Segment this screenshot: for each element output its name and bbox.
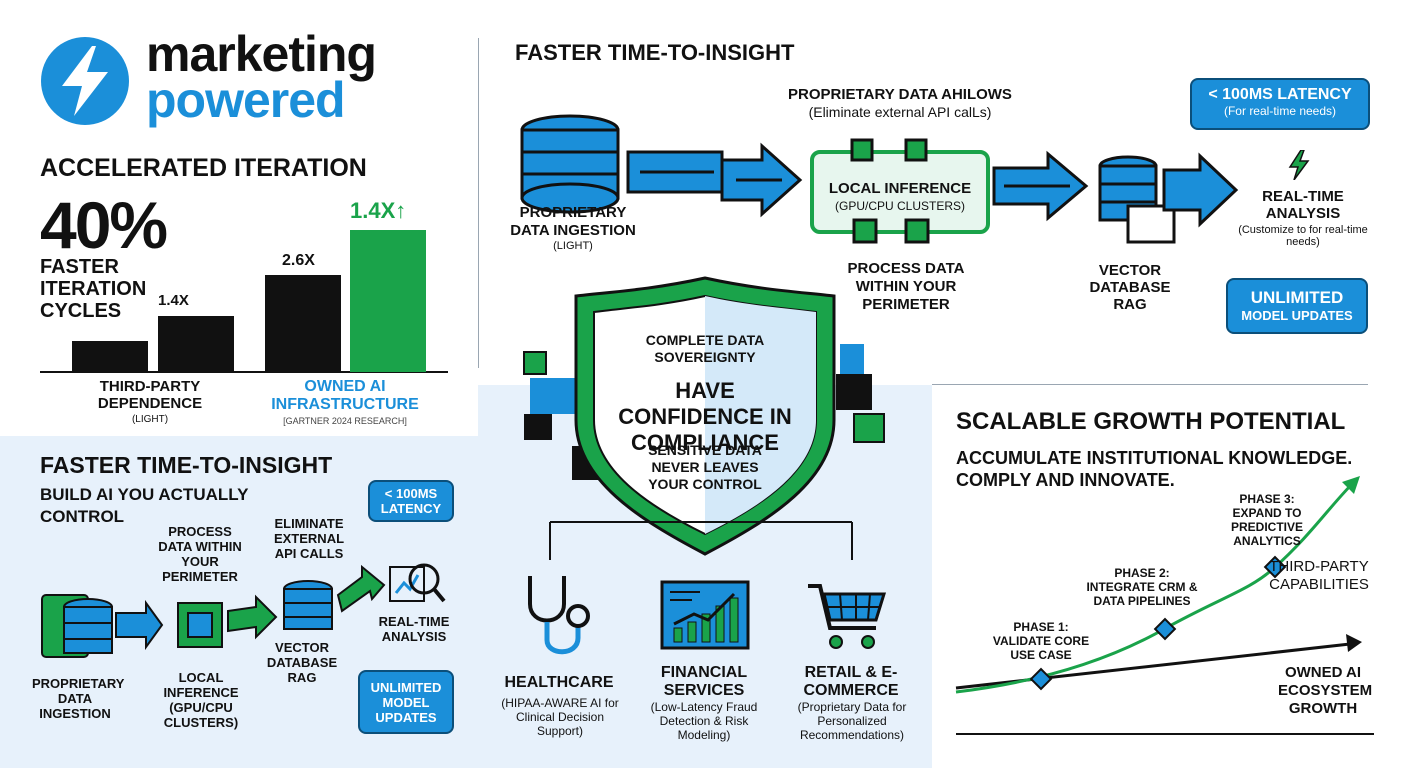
insight-small-subtitle: BUILD AI YOU ACTUALLY CONTROL bbox=[40, 485, 249, 526]
industry-2-sub: (Low-Latency Fraud Detection & Risk Mode… bbox=[650, 700, 758, 742]
series-third-party: THIRD-PARTY CAPABILITIES bbox=[1269, 558, 1369, 593]
step-inference: LOCAL INFERENCE (GPU/CPU CLUSTERS) bbox=[163, 670, 239, 730]
owned-arrowhead bbox=[1346, 634, 1362, 652]
ingestion-database-icon bbox=[520, 114, 620, 214]
process-label: PROCESS DATA WITHIN YOUR PERIMETER bbox=[847, 260, 965, 313]
third-party-curve bbox=[955, 480, 1356, 694]
phase-2-label: PHASE 2: INTEGRATE CRM & DATA PIPELINES bbox=[1086, 566, 1198, 608]
insight-small-flow bbox=[38, 555, 458, 670]
industry-3-sub: (Proprietary Data for Personalized Recom… bbox=[797, 700, 907, 742]
latency-callout-small: < 100MS LATENCY bbox=[368, 480, 454, 522]
ingestion-title: PROPRIETARY DATA INGESTION bbox=[510, 204, 636, 239]
bar-2-label: 1.4X bbox=[158, 292, 189, 309]
phase-1-marker bbox=[1029, 667, 1053, 691]
bar-4-label: 1.4X↑ bbox=[350, 198, 407, 223]
updates-line1: UNLIMITED bbox=[1250, 288, 1344, 307]
iteration-title: ACCELERATED ITERATION bbox=[40, 154, 367, 182]
shopping-cart-icon bbox=[806, 580, 890, 654]
group2-sub: [GARTNER 2024 RESEARCH] bbox=[283, 416, 407, 426]
shield-top: COMPLETE DATA SOVEREIGNTY bbox=[645, 332, 765, 365]
bar-1 bbox=[72, 341, 148, 372]
third-party-arrowhead bbox=[1342, 476, 1360, 494]
industry-connector bbox=[548, 520, 854, 560]
latency-sub: (For real-time needs) bbox=[1223, 104, 1337, 118]
vertical-divider bbox=[478, 38, 479, 368]
industry-1-sub: (HIPAA-AWARE AI for Clinical Decision Su… bbox=[501, 696, 619, 738]
chip-icon bbox=[177, 602, 223, 648]
series-owned: OWNED AI ECOSYSTEM GROWTH bbox=[1278, 664, 1373, 717]
big-number-label: FASTER ITERATION CYCLES bbox=[40, 256, 147, 322]
vector-database-icon bbox=[283, 580, 333, 630]
iteration-bar-chart bbox=[40, 180, 460, 380]
growth-title: SCALABLE GROWTH POTENTIAL bbox=[956, 408, 1346, 435]
lightning-bolt-icon bbox=[40, 36, 130, 126]
shield-main: HAVE CONFIDENCE IN COMPLIANCE bbox=[618, 378, 792, 455]
bar-3-label: 2.6X bbox=[282, 252, 315, 269]
realtime-title: REAL-TIME ANALYSIS bbox=[1262, 188, 1344, 222]
phase-2-marker bbox=[1153, 617, 1177, 641]
shield-graphic bbox=[520, 270, 890, 570]
updates-callout-large: UNLIMITED MODEL UPDATES bbox=[1226, 278, 1368, 334]
chip-icon-2 bbox=[904, 138, 928, 162]
bar-3 bbox=[265, 275, 341, 372]
inference-title: LOCAL INFERENCE bbox=[828, 180, 972, 197]
latency-title: < 100MS LATENCY bbox=[1208, 86, 1352, 103]
big-number: 40% bbox=[40, 188, 168, 262]
flows-title: PROPRIETARY DATA AHILOWS bbox=[788, 86, 1012, 103]
growth-subtitle-2: COMPLY AND INNOVATE. bbox=[956, 470, 1175, 490]
phase-1-label: PHASE 1: VALIDATE CORE USE CASE bbox=[992, 620, 1090, 662]
arrow-up-icon: ↑ bbox=[395, 198, 407, 223]
group1-sub: (LIGHT) bbox=[131, 414, 169, 425]
updates-line2: MODEL UPDATES bbox=[1241, 308, 1353, 323]
industry-3-title: RETAIL & E-COMMERCE bbox=[803, 664, 899, 699]
vector-database-icon bbox=[1098, 155, 1176, 244]
step-realtime: REAL-TIME ANALYSIS bbox=[378, 614, 450, 644]
lightning-icon bbox=[1288, 149, 1310, 181]
insight-small-title: FASTER TIME-TO-INSIGHT bbox=[40, 452, 333, 478]
updates-callout-small: UNLIMITED MODEL UPDATES bbox=[358, 670, 454, 734]
insight-large-flow bbox=[500, 110, 1260, 280]
phase-3-label: PHASE 3: EXPAND TO PREDICTIVE ANALYTICS bbox=[1230, 492, 1303, 548]
realtime-sub: (Customize to for real-time needs) bbox=[1238, 224, 1368, 248]
ingestion-sub: (LIGHT) bbox=[553, 240, 593, 252]
growth-subtitle-1: ACCUMULATE INSTITUTIONAL KNOWLEDGE. bbox=[956, 448, 1353, 468]
bar-4 bbox=[350, 230, 426, 372]
phase-3-marker bbox=[1263, 555, 1287, 579]
insight-large-title: FASTER TIME-TO-INSIGHT bbox=[515, 40, 795, 65]
database-icon bbox=[41, 594, 113, 658]
step-eliminate: ELIMINATE EXTERNAL API CALLS bbox=[273, 516, 345, 561]
horizontal-divider bbox=[932, 384, 1368, 385]
logo-line1: marketing bbox=[146, 26, 377, 82]
group2-title: OWNED AI INFRASTRUCTURE bbox=[271, 378, 419, 413]
group1-title: THIRD-PARTY DEPENDENCE bbox=[97, 378, 203, 412]
growth-chart bbox=[950, 470, 1380, 740]
flows-sub: (Eliminate external API calLs) bbox=[808, 104, 992, 120]
shield-bottom: SENSITIVE DATA NEVER LEAVES YOUR CONTROL bbox=[648, 442, 762, 492]
logo-line2: powered bbox=[146, 72, 346, 128]
latency-callout-large: < 100MS LATENCY (For real-time needs) bbox=[1190, 78, 1370, 130]
step-vector: VECTOR DATABASE RAG bbox=[266, 640, 338, 685]
vector-label: VECTOR DATABASE RAG bbox=[1089, 262, 1171, 313]
step-ingestion: PROPRIETARY DATA INGESTION bbox=[32, 676, 125, 721]
step-process: PROCESS DATA WITHIN YOUR PERIMETER bbox=[158, 524, 242, 584]
inference-sub: (GPU/CPU CLUSTERS) bbox=[834, 199, 965, 213]
analysis-magnifier-icon bbox=[389, 563, 446, 603]
bar-2 bbox=[158, 316, 234, 372]
growth-chart-icon bbox=[660, 580, 750, 650]
industry-1-title: HEALTHCARE bbox=[504, 674, 614, 691]
stethoscope-icon bbox=[516, 570, 606, 660]
chip-icon-1 bbox=[850, 138, 874, 162]
industry-2-title: FINANCIAL SERVICES bbox=[660, 664, 748, 699]
